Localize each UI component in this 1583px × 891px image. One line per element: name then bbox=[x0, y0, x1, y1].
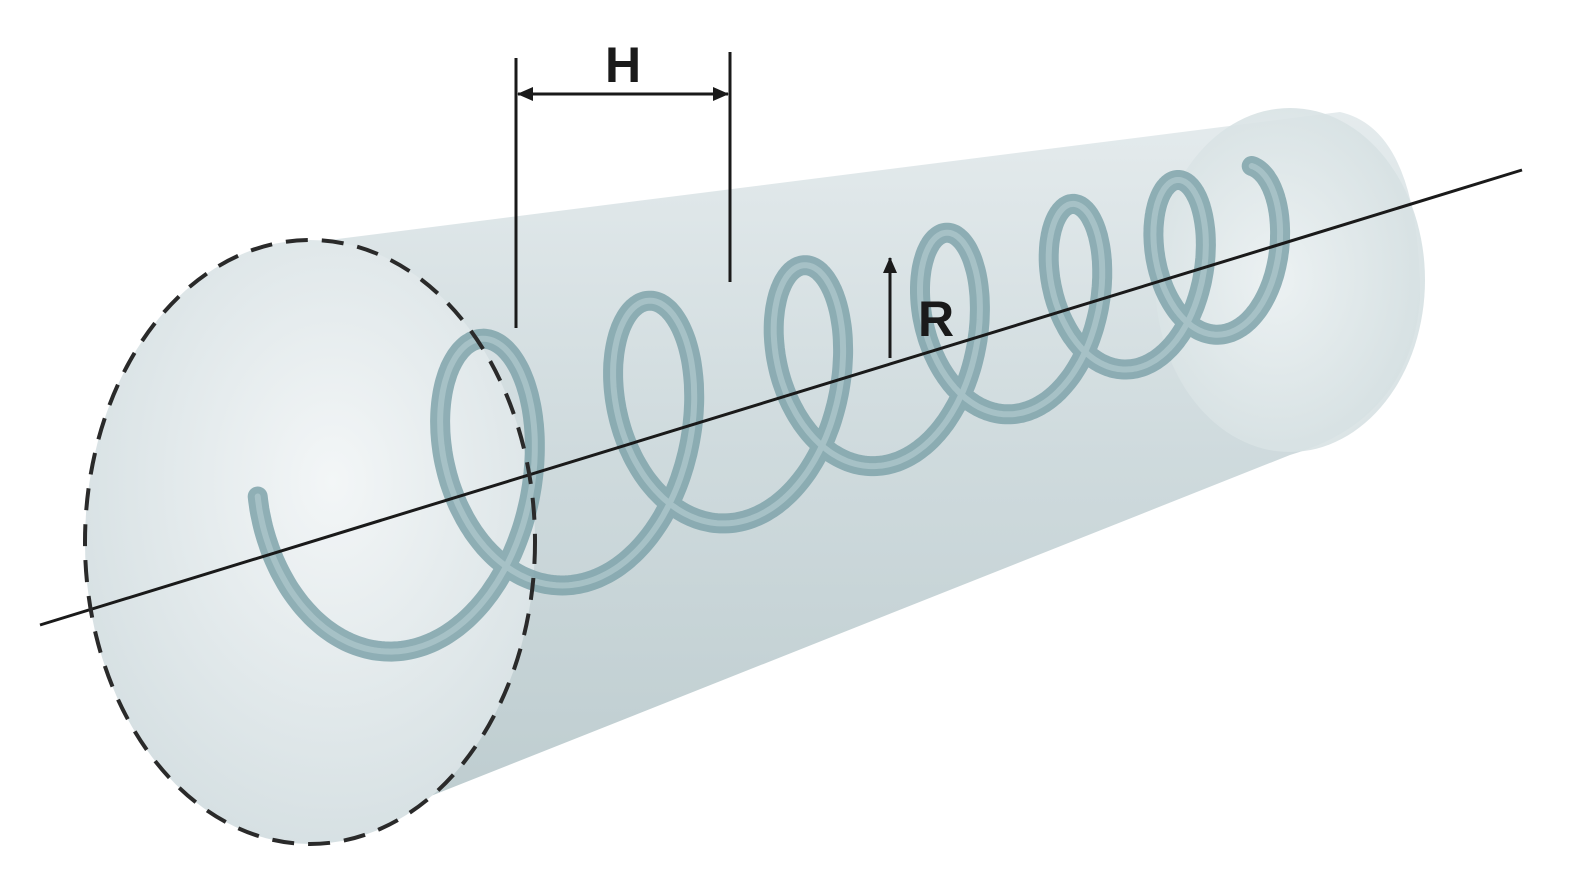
central-axis-line bbox=[39, 168, 1523, 627]
tube-body bbox=[290, 112, 1420, 840]
radius-indicator: R bbox=[883, 257, 954, 358]
helix-coil bbox=[247, 156, 1291, 662]
tube-near-end-dashed-rim bbox=[83, 238, 537, 846]
pitch-label: H bbox=[605, 37, 641, 93]
radius-label: R bbox=[918, 291, 954, 347]
tube-far-end bbox=[1155, 108, 1425, 452]
helix-coil-highlight bbox=[254, 163, 1284, 655]
pitch-dimension: H bbox=[514, 37, 732, 328]
